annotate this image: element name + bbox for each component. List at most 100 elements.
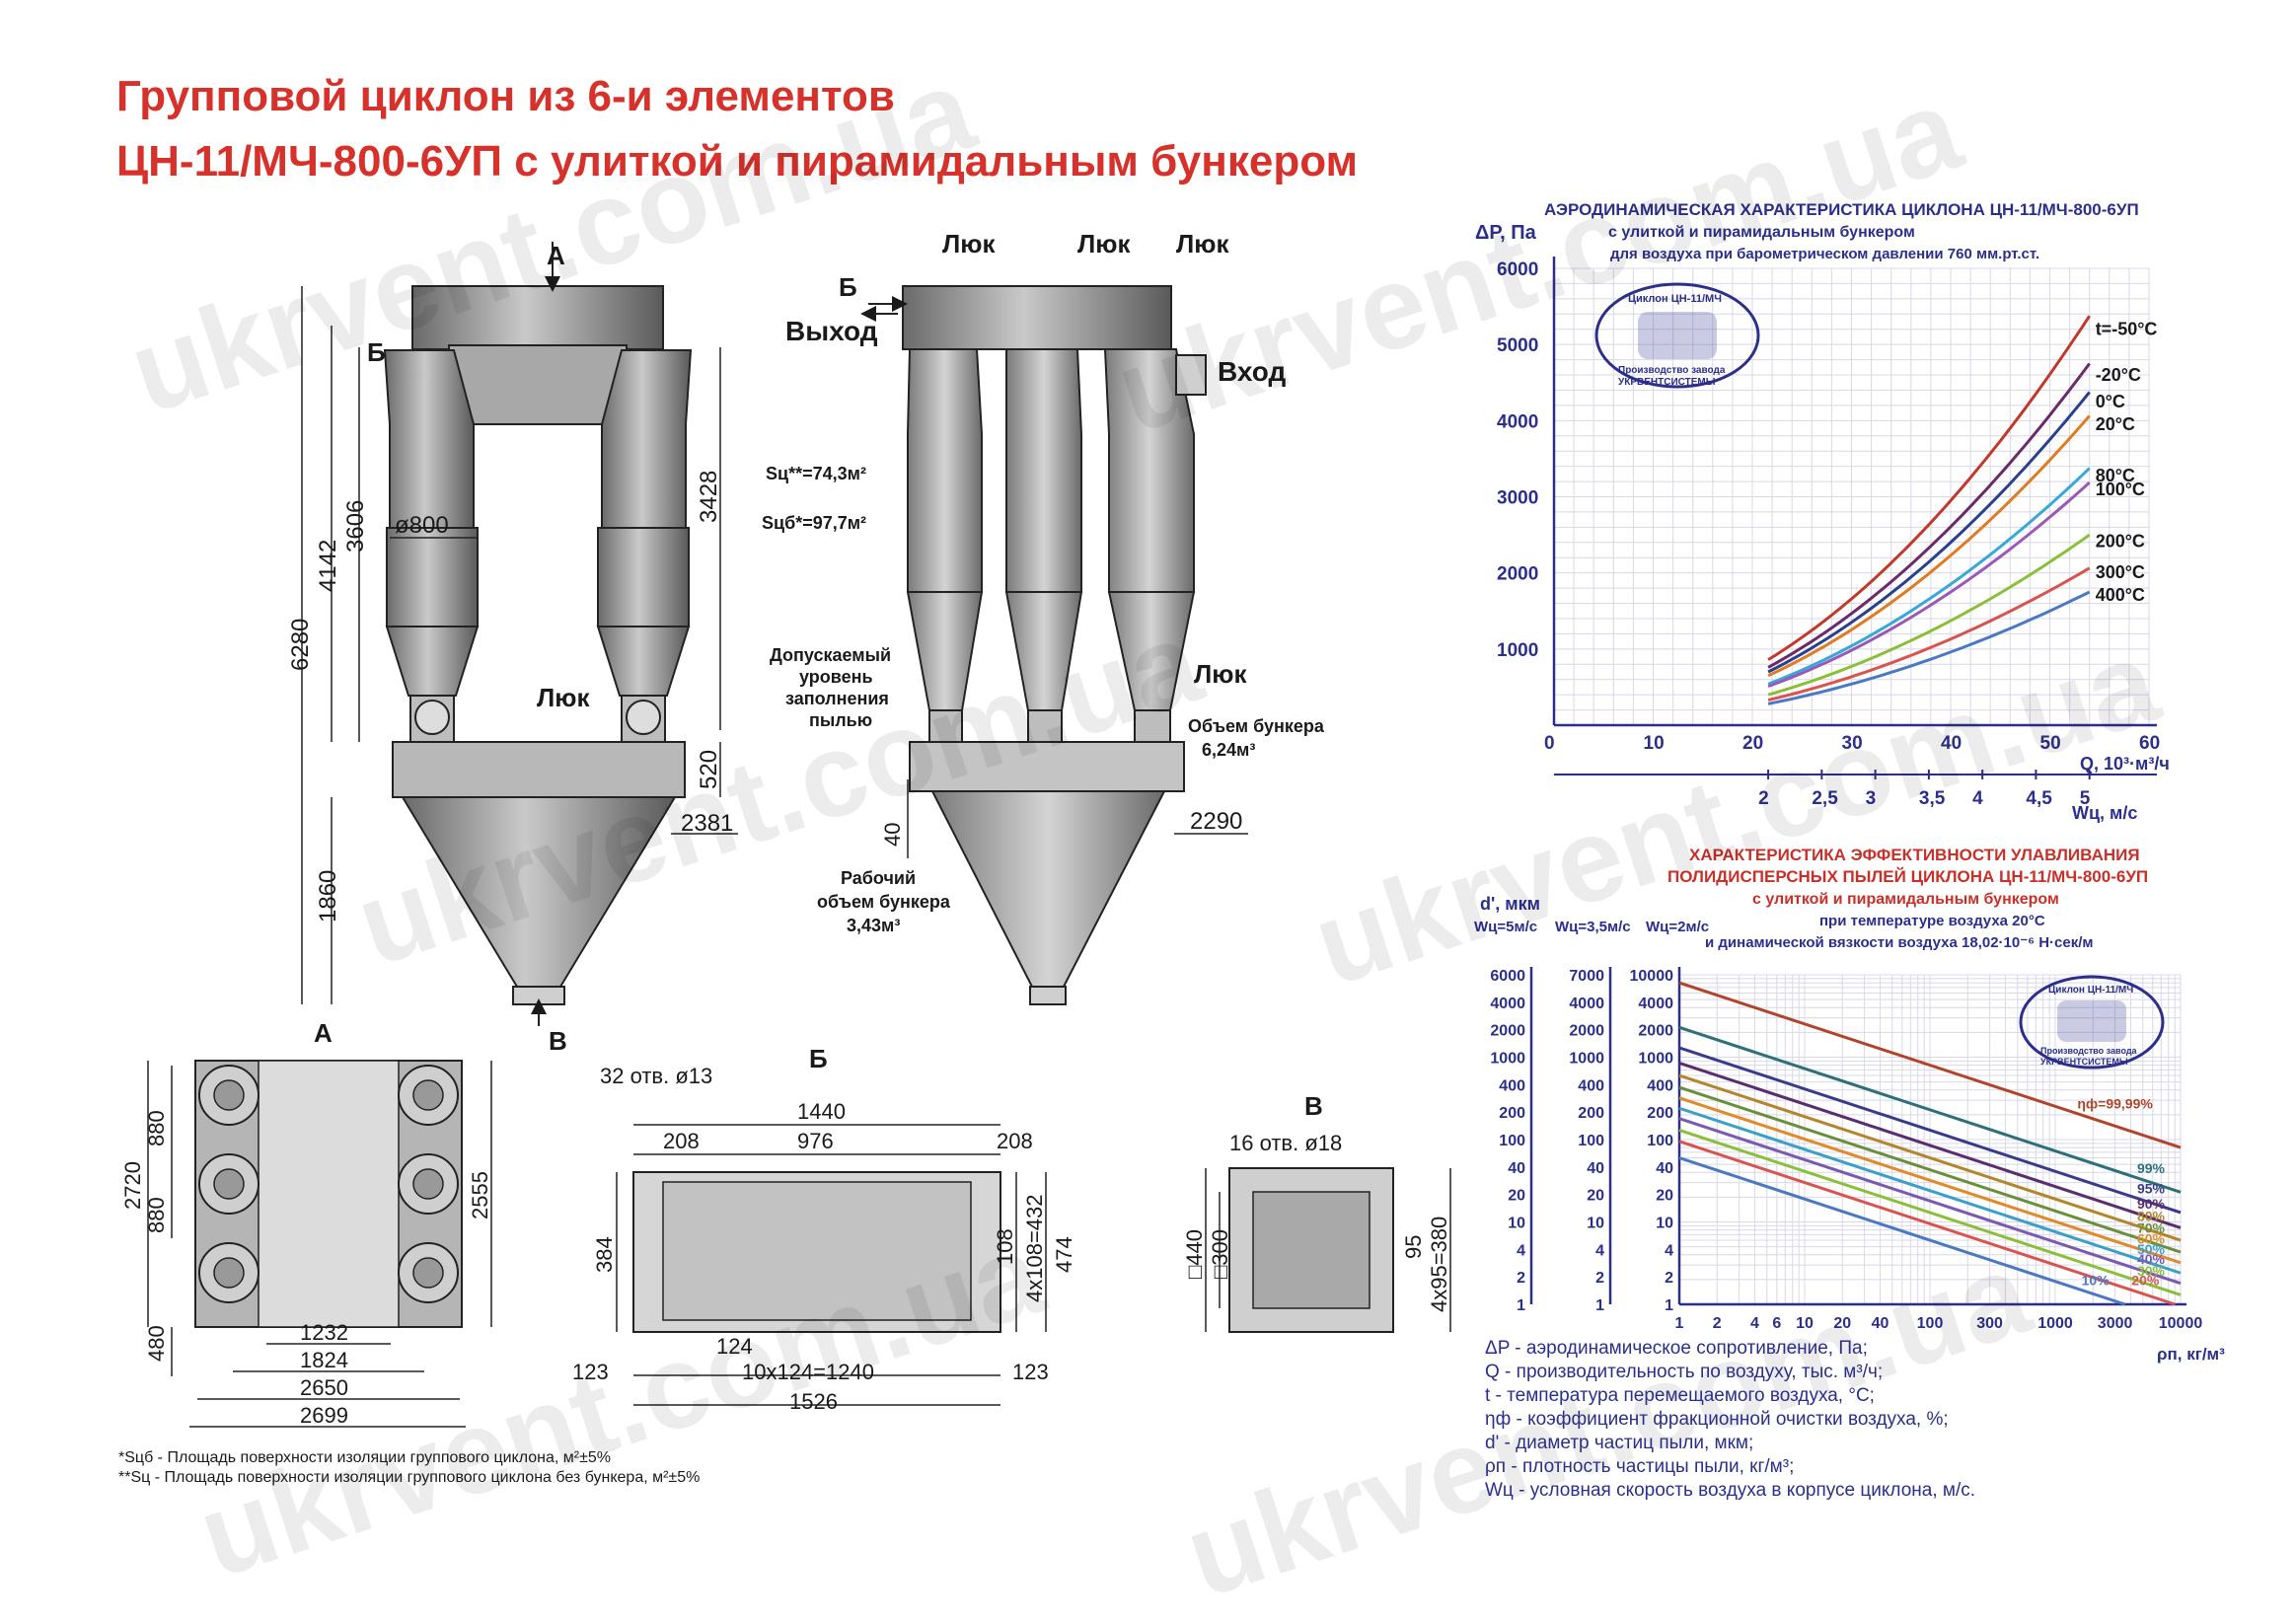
view-v-holes: 16 отв. ø18 (1229, 1131, 1342, 1155)
chart2-series-label: 60% (2137, 1230, 2166, 1246)
side-inlet-label: Вход (1218, 356, 1286, 387)
chart2-xtick: 10000 (2159, 1315, 2203, 1332)
chart2-series-label: 99% (2137, 1160, 2166, 1176)
chart2-series-line (1678, 1061, 2182, 1229)
legend-line-3: t - температура перемещаемого воздуха, °… (1485, 1385, 1875, 1406)
chart2-axis2-tick: 1 (1595, 1297, 1604, 1314)
view-a-pipe-5 (412, 1168, 444, 1200)
front-dim-d800: ø800 (395, 512, 449, 539)
chart2-axis3-tick: 1 (1665, 1297, 1673, 1314)
chart2-axis2-tick: 200 (1578, 1105, 1604, 1122)
chart2-axis2-tick: 7000 (1569, 968, 1604, 985)
view-b-opening (662, 1181, 972, 1321)
chart1-series-line (1767, 391, 2091, 674)
chart1-ytick: 4000 (1497, 411, 1538, 432)
right-cyclone-body (597, 527, 690, 627)
chart1-subtitle-1: с улиткой и пирамидальным бункером (1608, 224, 1915, 241)
front-label-a: А (547, 241, 565, 270)
chart2-xtick: 6 (1772, 1315, 1781, 1332)
side-pyramid (930, 790, 1166, 988)
chart2-axis3-tick: 1000 (1638, 1051, 1673, 1068)
view-b-dim-1240: 10х124=1240 (742, 1360, 874, 1384)
chart2-xtick: 4 (1750, 1315, 1759, 1332)
chart1-series-label: 300°C (2096, 562, 2145, 582)
chart2-xlabel: ρп, кг/м³ (2157, 1345, 2225, 1364)
chart2-axis2-tick: 4000 (1569, 996, 1604, 1012)
front-dim-6280: 6280 (287, 619, 314, 671)
work-volume-2: объем бункера (817, 892, 951, 912)
chart2-axis1-tick: 4 (1517, 1242, 1525, 1259)
chart1-series-line (1767, 566, 2091, 701)
chart2-axis1-tick: 20 (1508, 1188, 1525, 1205)
chart2-axis3-tick: 4 (1665, 1242, 1673, 1259)
side-hatch-1: Люк (942, 229, 996, 258)
chart2-axis1-tick: 200 (1499, 1105, 1525, 1122)
chart1-series-label: 0°C (2096, 392, 2125, 411)
chart2-series-line (1678, 1129, 2182, 1296)
fill-level-2: уровень (799, 667, 873, 687)
legend-line-4: ηф - коэффициент фракционной очистки воз… (1485, 1409, 1949, 1430)
chart2-stamp-emblem (2057, 1000, 2126, 1042)
view-b-dim-1526: 1526 (789, 1389, 838, 1414)
chart2-axis1-tick: 100 (1499, 1133, 1525, 1149)
front-dim-3428: 3428 (696, 471, 722, 523)
chart1-ytick: 5000 (1497, 335, 1538, 356)
chart1-x2tick: 5 (2080, 788, 2091, 809)
view-b-dim-976: 976 (797, 1129, 834, 1153)
view-v-opening (1252, 1191, 1370, 1309)
chart2-stamp: Циклон ЦН-11/МЧ Производство завода УКРВ… (2019, 975, 2165, 1070)
chart2-axis2-tick: 2 (1595, 1270, 1604, 1287)
efficiency-chart: ХАРАКТЕРИСТИКА ЭФФЕКТИВНОСТИ УЛАВЛИВАНИЯ… (1474, 846, 2225, 1364)
left-hatch-circle (414, 700, 450, 735)
view-b-label: Б (809, 1044, 828, 1073)
chart2-axis2-tick: 400 (1578, 1077, 1604, 1094)
view-a-dim-2650: 2650 (300, 1375, 348, 1400)
chart2-series (1678, 981, 2182, 1306)
chart2-axis3-label: Wц=2м/с (1646, 919, 1709, 935)
chart2-series-line (1678, 1025, 2182, 1194)
side-label-b: Б (839, 272, 857, 302)
chart1-ylabel: ΔP, Па (1475, 222, 1537, 244)
bunker-volume-2: 6,24м³ (1202, 740, 1255, 760)
chart2-axis1-tick: 400 (1499, 1077, 1525, 1094)
front-view: А Б В Люк ø800 2381 6280 4142 3606 3428 … (287, 241, 738, 1056)
chart2-series-line (1678, 1106, 2182, 1275)
chart2-series-label: 80% (2137, 1209, 2166, 1224)
chart1-series-line (1767, 480, 2091, 689)
chart1-subtitle-2: для воздуха при барометрическом давлении… (1610, 246, 2039, 262)
chart2-subtitle-3: при температуре воздуха 20°С (1819, 913, 2045, 929)
chart2-axis1-tick: 10 (1508, 1216, 1525, 1232)
view-a-pipe-4 (412, 1079, 444, 1111)
front-bunker-box (392, 741, 686, 798)
chart2-stamp-1: Циклон ЦН-11/МЧ (2048, 985, 2133, 996)
chart2-ylabel: d', мкм (1480, 894, 1540, 914)
chart2-series-label: 70% (2137, 1220, 2166, 1236)
chart2-axis2-tick: 4 (1595, 1242, 1604, 1259)
chart2-xtick: 100 (1917, 1315, 1944, 1332)
chart2-subtitle-1: ПОЛИДИСПЕРСНЫХ ПЫЛЕЙ ЦИКЛОНА ЦН-11/МЧ-80… (1667, 867, 2148, 886)
chart2-axes (1529, 967, 2186, 1306)
chart2-series-label: 95% (2137, 1181, 2166, 1197)
chart2-subtitle-2: с улиткой и пирамидальным бункером (1752, 891, 2059, 908)
fill-level-4: пылью (809, 710, 872, 730)
chart2-xtick: 300 (1976, 1315, 2003, 1332)
chart2-axis1-tick: 2 (1517, 1270, 1525, 1287)
side-inlet (1175, 354, 1207, 396)
chart2-stamp-3: УКРВЕНТСИСТЕМЫ (2040, 1057, 2128, 1067)
chart2-series-label: 90% (2137, 1196, 2166, 1212)
view-b: Б 32 отв. ø13 1440 208 976 208 384 108 4… (572, 1044, 1076, 1414)
chart1-xlabel: Q, 10³·м³/ч (2080, 754, 2170, 774)
view-a-pipe-3 (213, 1257, 245, 1289)
chart2-axis3-tick: 100 (1647, 1133, 1673, 1149)
chart1-series-line (1767, 414, 2091, 678)
chart1-grid (1553, 267, 2150, 726)
chart1-series-line (1767, 315, 2091, 661)
chart1-ytick: 2000 (1497, 564, 1538, 585)
chart2-axis3-tick: 10000 (1630, 968, 1674, 985)
right-cyclone-top (601, 349, 693, 534)
front-outlet (512, 986, 565, 1005)
chart1-xtick: 20 (1742, 733, 1763, 754)
view-v-label: В (1304, 1091, 1323, 1121)
chart2-stamp-2: Производство завода (2040, 1046, 2138, 1056)
chart1-axes (1552, 257, 2157, 779)
